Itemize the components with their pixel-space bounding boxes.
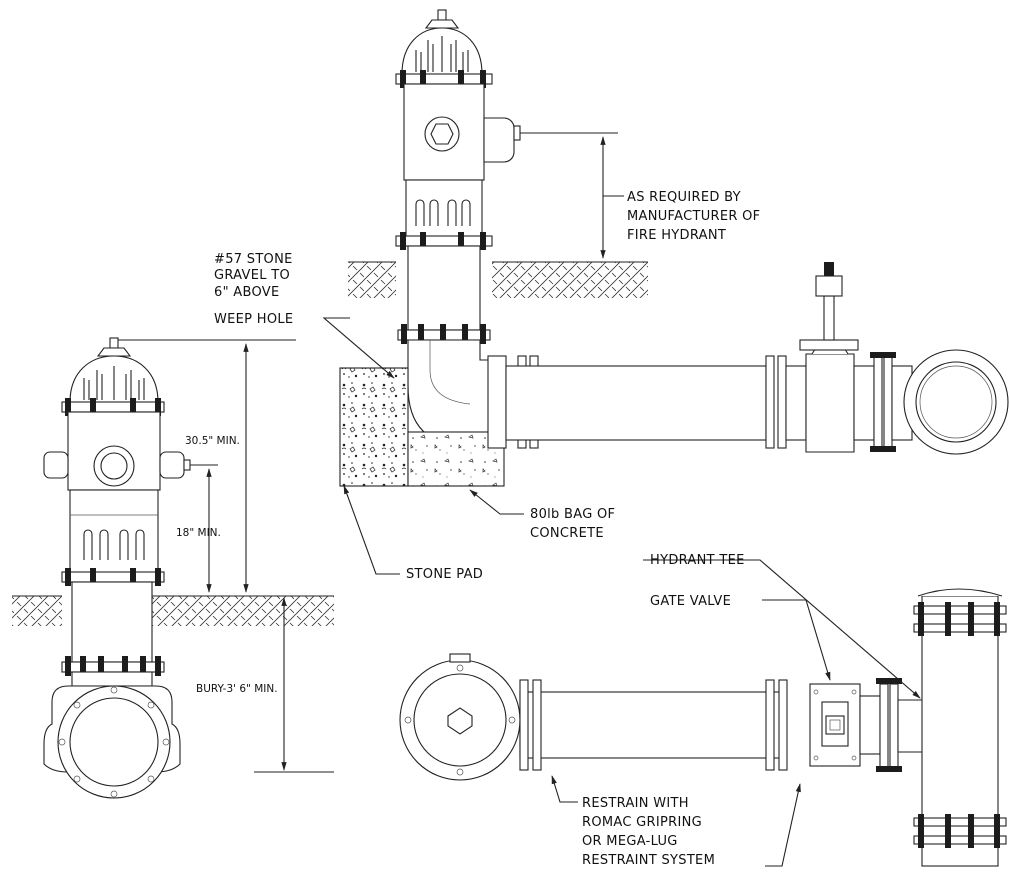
as-required-note: AS REQUIRED BY MANUFACTURER OF FIRE HYDR… [627,190,760,243]
svg-text:MANUFACTURER OF: MANUFACTURER OF [627,209,760,224]
svg-text:GRAVEL TO: GRAVEL TO [214,268,290,283]
svg-text:CONCRETE: CONCRETE [530,526,604,541]
top-hydrant [348,9,648,447]
plan-view [399,588,1007,867]
svg-text:6" ABOVE: 6" ABOVE [214,285,279,300]
top-dimensions [520,132,624,259]
height-min-label: 30.5" MIN. [185,435,240,447]
svg-text:#57 STONE: #57 STONE [214,252,293,267]
svg-text:RESTRAIN WITH: RESTRAIN WITH [582,796,689,811]
stone-pad-note: STONE PAD [406,567,483,582]
nozzle-min-label: 18" MIN. [176,527,221,539]
stone-gravel-note: #57 STONE GRAVEL TO 6" ABOVE WEEP HOLE [214,252,293,327]
bury-min-label: BURY-3' 6" MIN. [196,683,278,695]
svg-text:80lb BAG OF: 80lb BAG OF [530,507,615,522]
left-dimensions [118,339,334,773]
main-pipe-side [487,262,1009,455]
svg-text:OR MEGA-LUG: OR MEGA-LUG [582,834,678,849]
bag-concrete-note: 80lb BAG OF CONCRETE [530,507,615,541]
svg-text:RESTRAINT SYSTEM: RESTRAINT SYSTEM [582,853,715,868]
svg-text:FIRE HYDRANT: FIRE HYDRANT [627,228,726,243]
hydrant-tee-note: HYDRANT TEE [650,553,745,568]
svg-text:WEEP HOLE: WEEP HOLE [214,312,293,327]
left-hydrant [12,337,334,799]
leader-lines [322,317,921,867]
svg-text:ROMAC GRIPRING: ROMAC GRIPRING [582,815,702,830]
gate-valve-note: GATE VALVE [650,594,731,609]
stone-pad-fill [339,367,409,487]
restrain-note: RESTRAIN WITH ROMAC GRIPRING OR MEGA-LUG… [582,796,715,868]
svg-text:AS REQUIRED BY: AS REQUIRED BY [627,190,741,205]
